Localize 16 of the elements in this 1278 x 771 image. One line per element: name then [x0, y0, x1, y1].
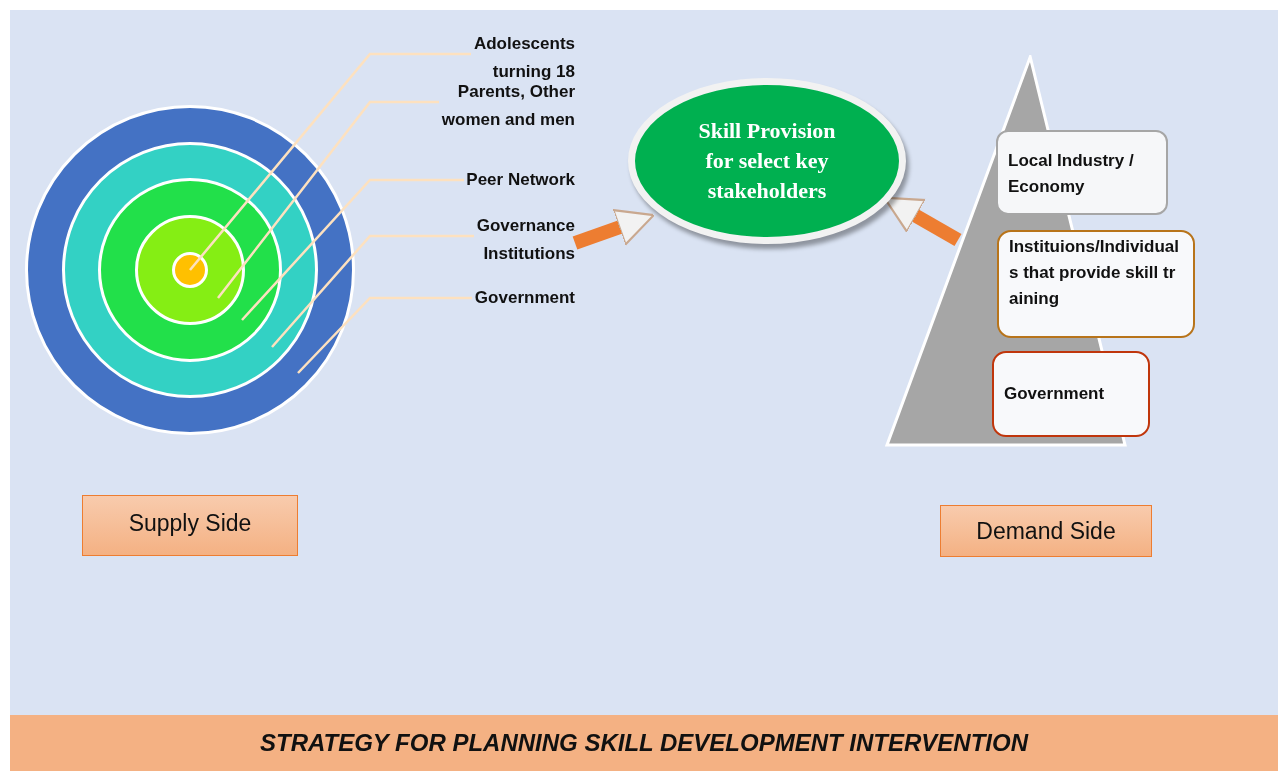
ring-label: Adolescents turning 18 — [471, 30, 575, 86]
leader-line — [189, 52, 471, 271]
leader-line — [217, 100, 439, 299]
side-label-box: Demand Side — [940, 505, 1152, 557]
stakeholder-box: Instituions/Individuals that provide skill training — [997, 230, 1195, 338]
leader-line — [241, 178, 464, 321]
leader-line — [297, 296, 472, 374]
stakeholder-box: Local Industry / Economy — [996, 130, 1168, 215]
leader-line — [271, 234, 474, 348]
ring-label: Governance Institutions — [474, 212, 575, 268]
ring-label: Government — [472, 284, 575, 312]
caption: STRATEGY FOR PLANNING SKILL DEVELOPMENT INTERVENTION — [259, 729, 1028, 757]
side-label-box: Supply Side — [82, 495, 298, 556]
bullseye-center — [172, 252, 208, 288]
ring-label: Peer Network — [464, 166, 575, 194]
stakeholder-box: Government — [992, 351, 1150, 437]
